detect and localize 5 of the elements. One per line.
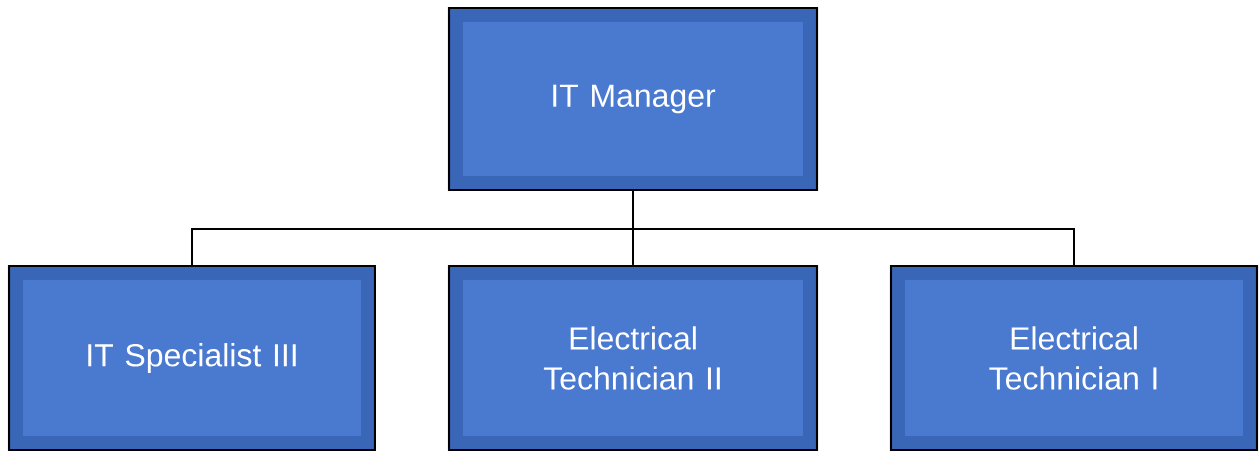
org-box: Electrical Technician II	[447, 264, 819, 452]
org-box: IT Specialist III	[7, 264, 377, 452]
connector-line	[632, 190, 1075, 266]
org-box: IT Manager	[447, 6, 819, 192]
org-box: Electrical Technician I	[889, 264, 1259, 452]
